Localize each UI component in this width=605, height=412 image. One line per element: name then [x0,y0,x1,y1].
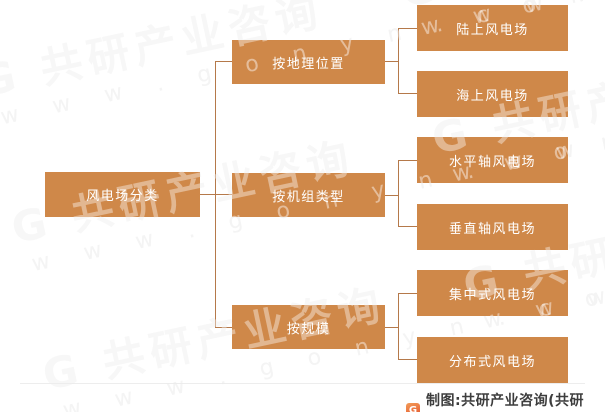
connector-line [398,28,399,94]
credit-text: 制图:共研产业咨询(共研网) [425,393,584,409]
bottom-divider-line [20,383,585,384]
node-leaf-vertical-axis: 垂直轴风电场 [417,204,568,250]
connector-line [398,160,417,161]
connector-line [200,194,232,195]
connector-line [385,61,398,62]
connector-line [385,327,398,328]
footer-credit-bar: G 制图:共研产业咨询(共研网) [406,390,605,412]
connector-line [398,226,417,227]
node-root: 风电场分类 [45,172,200,217]
connector-line [215,327,232,328]
connector-line [398,359,417,360]
node-leaf-onshore: 陆上风电场 [417,5,568,51]
connector-line [398,160,399,227]
node-leaf-centralized: 集中式风电场 [417,270,568,316]
connector-line [398,293,399,360]
connector-line [398,28,417,29]
node-category-geography: 按地理位置 [232,40,385,84]
connector-line [398,293,417,294]
node-leaf-distributed: 分布式风电场 [417,337,568,383]
node-leaf-horizontal-axis: 水平轴风电场 [417,137,568,183]
node-leaf-offshore: 海上风电场 [417,71,568,117]
connector-line [215,61,232,62]
node-category-scale: 按规模 [232,305,385,349]
connector-line [385,195,398,196]
node-category-unit-type: 按机组类型 [232,173,385,217]
connector-line [215,61,216,327]
connector-line [398,93,417,94]
gonyn-logo-icon: G [406,403,420,412]
